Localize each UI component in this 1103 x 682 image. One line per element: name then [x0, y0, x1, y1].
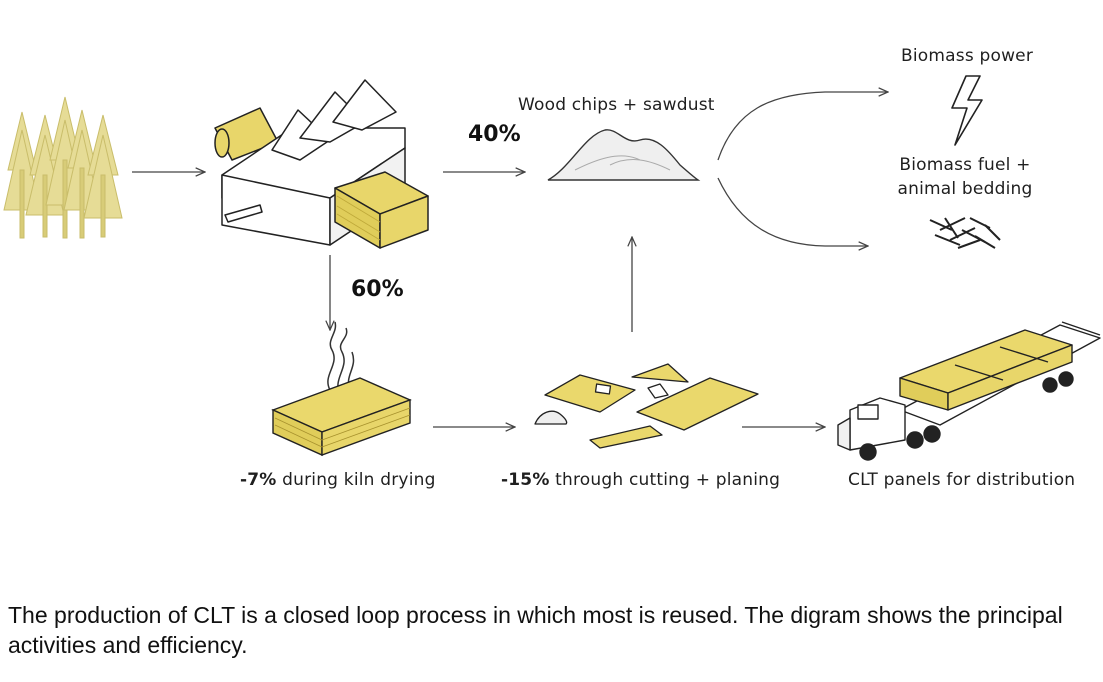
- wood-chips-pile-icon: [547, 129, 701, 181]
- biomass-fuel-line1: Biomass fuel +: [899, 155, 1031, 175]
- pct-40-label: 40%: [468, 122, 521, 147]
- clt-process-diagram: [3, 75, 1101, 461]
- clt-panels-label: CLT panels for distribution: [848, 470, 1076, 490]
- kiln-text: during kiln drying: [276, 470, 436, 490]
- cutting-planing-label: -15% through cutting + planing: [501, 470, 780, 490]
- wood-chips-label: Wood chips + sawdust: [518, 95, 715, 115]
- biomass-fuel-icon: [929, 217, 1001, 249]
- diagram-caption: The production of CLT is a closed loop p…: [8, 602, 1063, 658]
- lightning-icon: [951, 75, 983, 146]
- kiln-drying-icon: [271, 321, 412, 457]
- biomass-power-label: Biomass power: [901, 46, 1034, 66]
- kiln-drying-label: -7% during kiln drying: [240, 470, 436, 490]
- biomass-fuel-label: Biomass fuel + animal bedding: [890, 155, 1040, 199]
- forest-icon: [3, 96, 123, 239]
- biomass-fuel-line2: animal bedding: [897, 179, 1033, 199]
- kiln-pct: -7%: [240, 470, 277, 490]
- truck-icon: [837, 321, 1101, 461]
- cutting-pct: -15%: [501, 470, 550, 490]
- cutting-planing-icon: [534, 363, 759, 449]
- pct-60-label: 60%: [351, 277, 404, 302]
- cutting-text: through cutting + planing: [549, 470, 781, 490]
- sawmill-icon: [214, 79, 429, 249]
- arrow-to-biomass-power: [717, 92, 888, 161]
- arrow-to-biomass-fuel: [717, 177, 868, 246]
